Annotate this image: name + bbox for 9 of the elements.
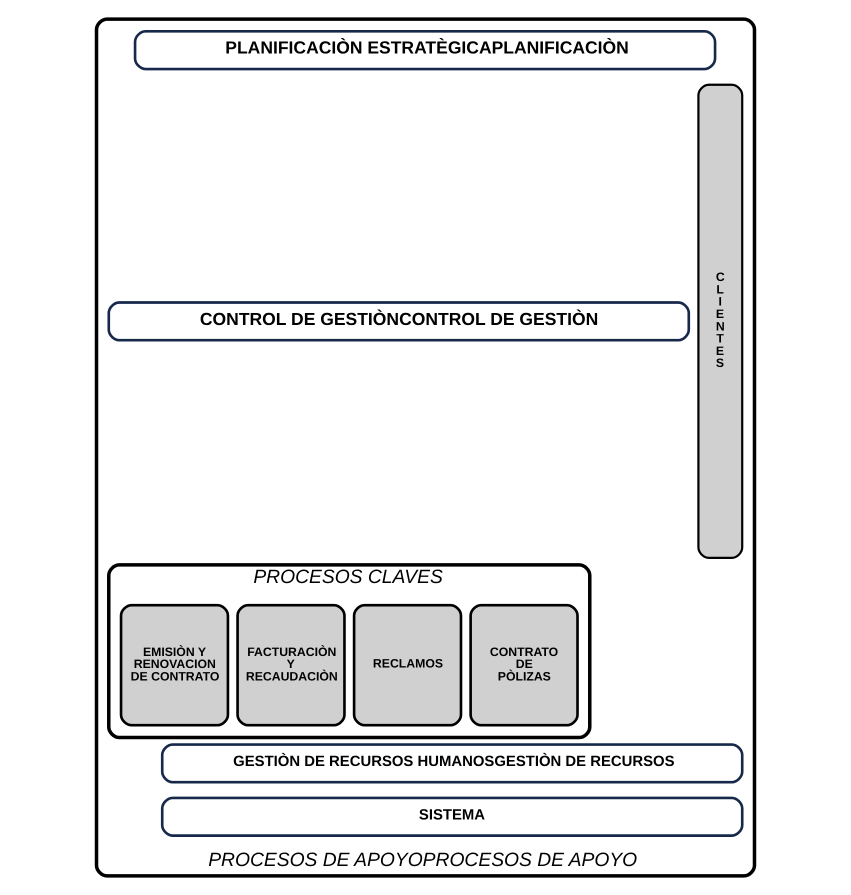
node-box: FACTURACIÒN Y RECAUDACIÒN — [236, 604, 346, 727]
node-box: SISTEMA — [160, 796, 744, 837]
node-box: PLANIFICACIÒN ESTRATÈGICAPLANIFICACIÒN — [134, 30, 716, 70]
node-box: GESTIÒN DE RECURSOS HUMANOSGESTIÒN DE RECURSOS — [160, 743, 744, 784]
node-box: CONTRATO DE PÒLIZAS — [469, 604, 579, 727]
node-box: CLIENTES — [697, 84, 744, 559]
node-box: CONTROL DE GESTIÒNCONTROL DE GESTIÒN — [107, 301, 690, 342]
node-box: EMISIÒN Y RENOVACION DE CONTRATO — [120, 604, 230, 727]
node-box: RECLAMOS — [352, 604, 462, 727]
